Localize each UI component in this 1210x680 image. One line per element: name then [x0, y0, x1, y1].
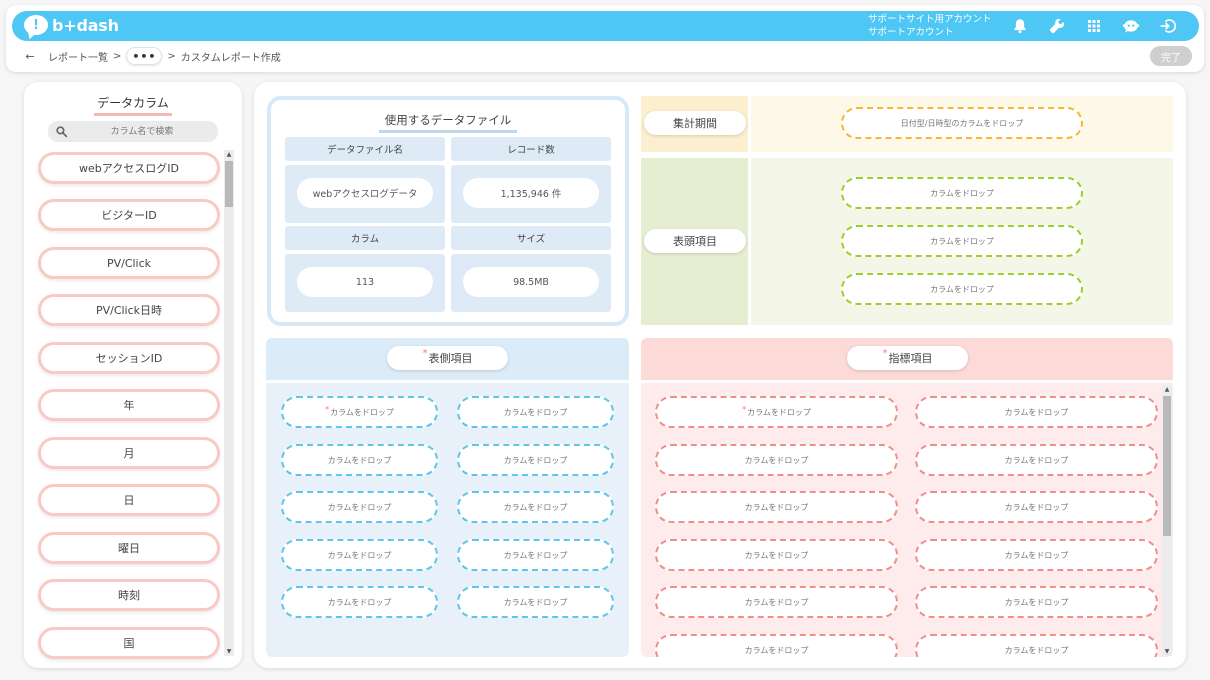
- metric-drop-zone[interactable]: カラムをドロップ: [915, 539, 1158, 571]
- file-name-header: データファイル名: [285, 137, 445, 161]
- column-item[interactable]: 曜日: [38, 532, 220, 564]
- logo-text: b+dash: [52, 15, 119, 35]
- required-mark: *: [882, 347, 888, 359]
- side-drop-zone[interactable]: カラムをドロップ: [281, 491, 438, 523]
- side-drop-zone[interactable]: カラムをドロップ: [281, 444, 438, 476]
- record-count-cell: 1,135,946 件: [451, 165, 611, 223]
- column-count-value: 113: [297, 267, 433, 297]
- metric-drop-zone[interactable]: カラムをドロップ: [915, 491, 1158, 523]
- report-builder-panel: 使用するデータファイル データファイル名 レコード数 webアクセスログデータ …: [254, 82, 1186, 668]
- metric-items-label: *指標項目: [847, 346, 968, 370]
- top-bar: ! b+dash サポートサイト用アカウント サポートアカウント: [12, 11, 1199, 41]
- scrollbar-thumb[interactable]: [1163, 396, 1171, 536]
- metric-drop-zone[interactable]: *カラムをドロップ: [655, 396, 898, 428]
- column-item[interactable]: 年: [38, 389, 220, 421]
- header-drop-zone[interactable]: カラムをドロップ: [841, 225, 1083, 257]
- data-file-card: 使用するデータファイル データファイル名 レコード数 webアクセスログデータ …: [267, 96, 629, 326]
- account-user: サポートアカウント: [868, 27, 954, 38]
- grid-icon[interactable]: [1082, 14, 1106, 38]
- logout-icon[interactable]: [1156, 14, 1180, 38]
- column-count-header: カラム: [285, 226, 445, 250]
- breadcrumb-current: カスタムレポート作成: [180, 52, 281, 64]
- search-input[interactable]: [72, 121, 212, 142]
- bell-icon[interactable]: [1008, 14, 1032, 38]
- breadcrumb-separator: >: [167, 50, 176, 62]
- file-name-cell: webアクセスログデータ: [285, 165, 445, 223]
- account-info[interactable]: サポートサイト用アカウント サポートアカウント: [868, 13, 992, 39]
- column-item[interactable]: 日: [38, 484, 220, 516]
- column-item[interactable]: PV/Click: [38, 247, 220, 279]
- metric-drop-zone[interactable]: カラムをドロップ: [915, 396, 1158, 428]
- period-drop-zone[interactable]: 日付型/日時型のカラムをドロップ: [841, 107, 1083, 139]
- column-item[interactable]: ビジターID: [38, 199, 220, 231]
- side-drop-zone[interactable]: カラムをドロップ: [457, 491, 614, 523]
- header-items-label: 表頭項目: [644, 229, 746, 253]
- file-size-header: サイズ: [451, 226, 611, 250]
- data-file-title: 使用するデータファイル: [271, 112, 625, 133]
- wrench-icon[interactable]: [1045, 14, 1069, 38]
- account-name: サポートサイト用アカウント: [868, 14, 992, 25]
- metric-drop-zone[interactable]: カラムをドロップ: [655, 539, 898, 571]
- file-size-value: 98.5MB: [463, 267, 599, 297]
- panel-title: データカラム: [24, 94, 242, 116]
- column-item[interactable]: PV/Click日時: [38, 294, 220, 326]
- record-count-header: レコード数: [451, 137, 611, 161]
- side-drop-zone[interactable]: カラムをドロップ: [457, 539, 614, 571]
- required-mark: *: [422, 347, 428, 359]
- scroll-up-icon[interactable]: ▲: [1164, 386, 1170, 393]
- metric-drop-zone[interactable]: カラムをドロップ: [915, 634, 1158, 657]
- side-drop-zone[interactable]: カラムをドロップ: [281, 539, 438, 571]
- side-drop-zone[interactable]: カラムをドロップ: [457, 586, 614, 618]
- breadcrumb: ← レポート一覧 > ••• > カスタムレポート作成: [20, 46, 281, 66]
- metric-drop-zone[interactable]: カラムをドロップ: [915, 444, 1158, 476]
- header-drop-zone[interactable]: カラムをドロップ: [841, 177, 1083, 209]
- column-list-scrollbar[interactable]: ▲ ▼: [224, 150, 234, 656]
- header-drop-zone[interactable]: カラムをドロップ: [841, 273, 1083, 305]
- column-item[interactable]: 時刻: [38, 579, 220, 611]
- side-drop-zone[interactable]: カラムをドロップ: [457, 396, 614, 428]
- metric-drop-zone[interactable]: カラムをドロップ: [655, 634, 898, 657]
- side-drop-zone[interactable]: カラムをドロップ: [281, 586, 438, 618]
- metric-drop-zone[interactable]: カラムをドロップ: [655, 444, 898, 476]
- file-name-value: webアクセスログデータ: [297, 178, 433, 208]
- breadcrumb-ellipsis-button[interactable]: •••: [126, 47, 163, 65]
- back-arrow-icon[interactable]: ←: [25, 49, 35, 63]
- side-drop-zone[interactable]: *カラムをドロップ: [281, 396, 438, 428]
- column-search: [48, 121, 218, 142]
- side-items-label: *表側項目: [387, 346, 508, 370]
- metric-drop-zone[interactable]: カラムをドロップ: [655, 586, 898, 618]
- column-count-cell: 113: [285, 254, 445, 312]
- column-item[interactable]: webアクセスログID: [38, 152, 220, 184]
- metric-items-area: *カラムをドロップ カラムをドロップ カラムをドロップ カラムをドロップ カラム…: [641, 383, 1173, 657]
- data-columns-panel: データカラム webアクセスログID ビジターID PV/Click PV/Cl…: [24, 82, 242, 668]
- search-icon: [56, 126, 68, 138]
- column-item[interactable]: 月: [38, 437, 220, 469]
- record-count-value: 1,135,946 件: [463, 178, 599, 208]
- side-drop-zone[interactable]: カラムをドロップ: [457, 444, 614, 476]
- breadcrumb-report-list[interactable]: レポート一覧: [48, 52, 108, 64]
- period-label: 集計期間: [644, 111, 746, 135]
- chat-robot-icon[interactable]: [1119, 14, 1143, 38]
- metric-drop-zone[interactable]: カラムをドロップ: [655, 491, 898, 523]
- logo-bubble-icon: !: [24, 15, 48, 35]
- column-item[interactable]: 国: [38, 627, 220, 659]
- header-icons: [1008, 14, 1180, 38]
- done-button[interactable]: 完了: [1150, 46, 1192, 66]
- file-size-cell: 98.5MB: [451, 254, 611, 312]
- breadcrumb-separator: >: [113, 50, 122, 62]
- scroll-down-icon[interactable]: ▼: [1164, 648, 1170, 655]
- metric-drop-zone[interactable]: カラムをドロップ: [915, 586, 1158, 618]
- app-logo[interactable]: ! b+dash: [24, 15, 119, 35]
- metric-scrollbar[interactable]: ▲ ▼: [1162, 385, 1172, 656]
- scrollbar-thumb[interactable]: [225, 161, 233, 207]
- scroll-down-icon[interactable]: ▼: [226, 648, 232, 655]
- column-item[interactable]: セッションID: [38, 342, 220, 374]
- scroll-up-icon[interactable]: ▲: [226, 151, 232, 158]
